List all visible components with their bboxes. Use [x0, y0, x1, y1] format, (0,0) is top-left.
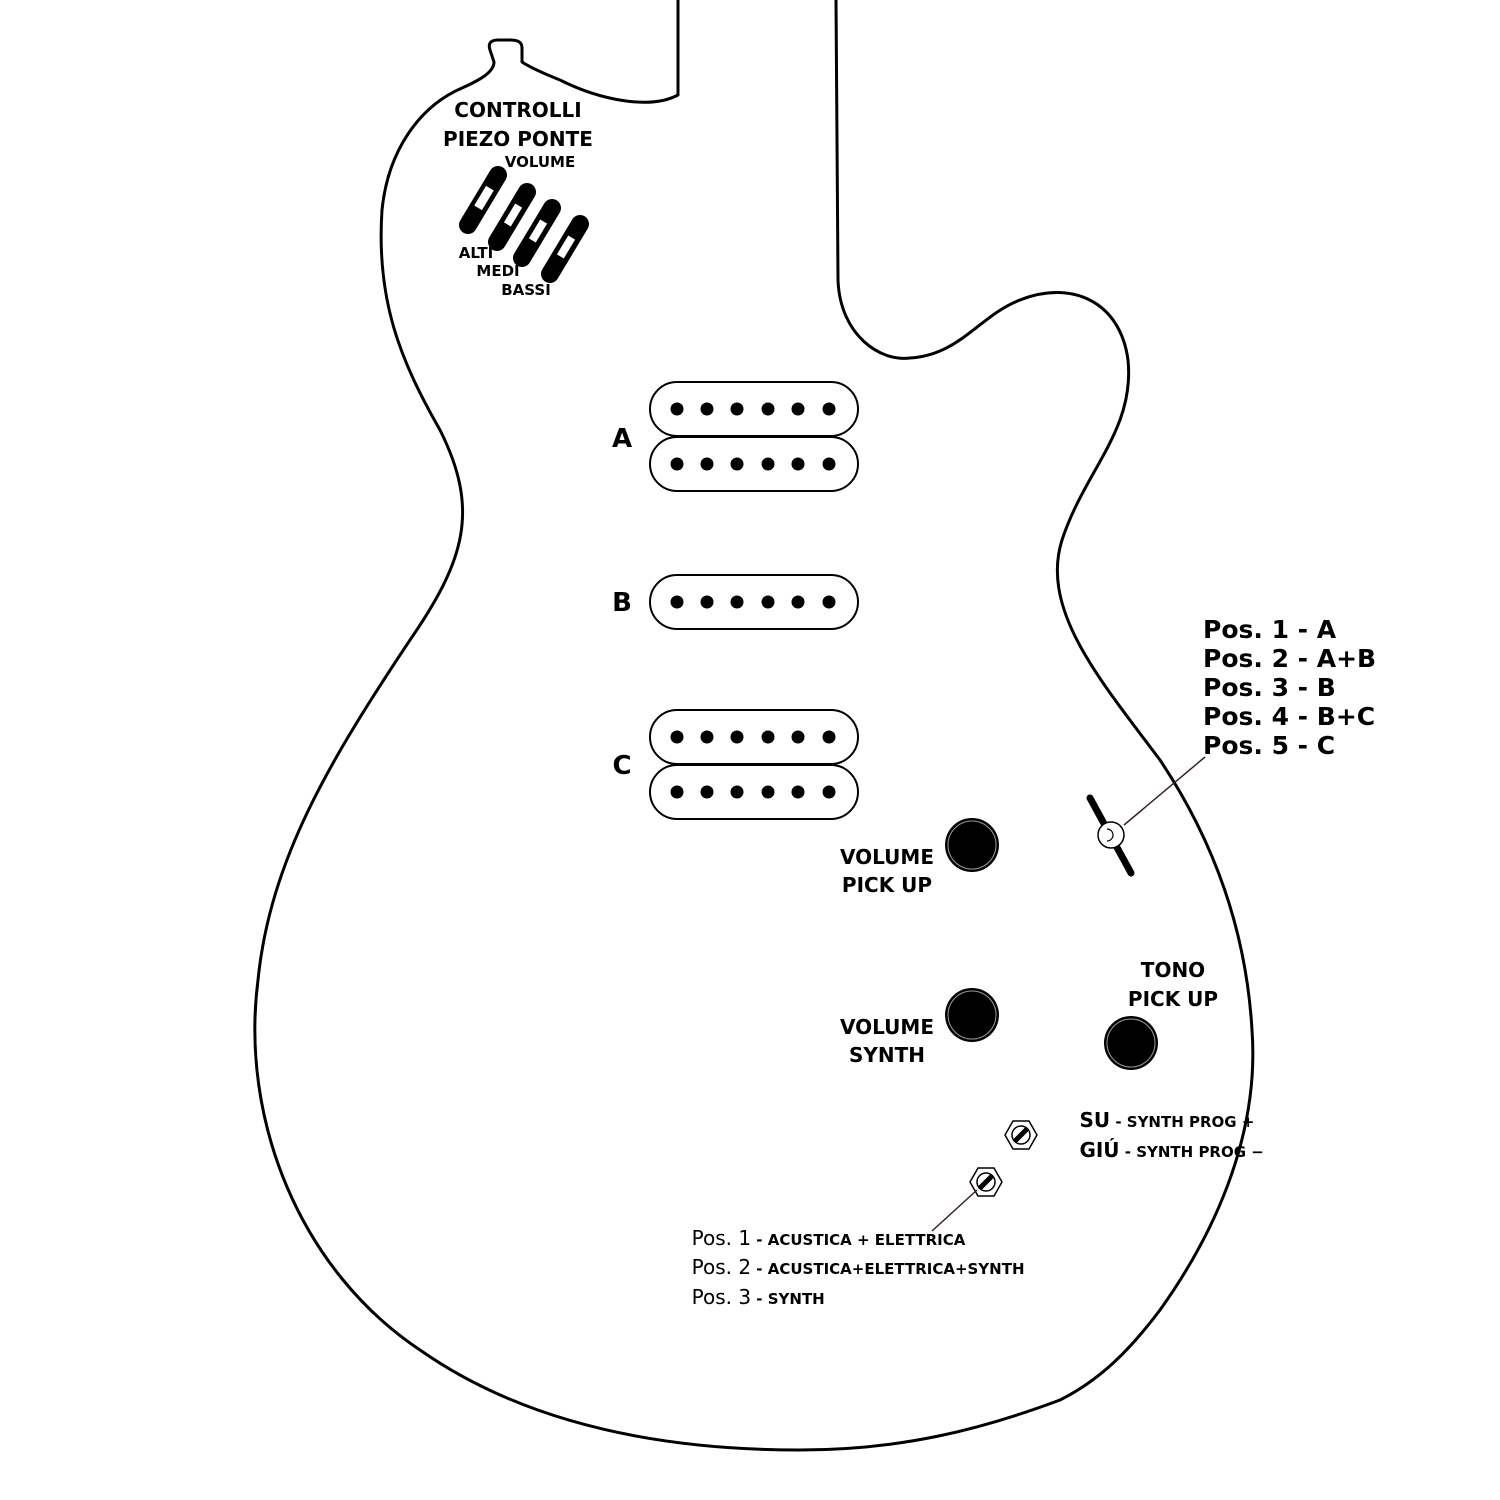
selector-pos4: Pos. 4 - B+C — [1203, 702, 1375, 731]
synth-giu-key: GIÚ — [1079, 1138, 1119, 1162]
pickup-a — [649, 381, 859, 492]
piezo-volume-label: VOLUME — [505, 153, 575, 171]
mode-pos1-key: Pos. 1 — [692, 1226, 751, 1250]
piezo-slider-alti[interactable] — [488, 183, 536, 251]
pickup-c-label: C — [612, 751, 631, 781]
selector-leader-line — [1123, 756, 1206, 826]
pickup-b-label: B — [612, 588, 632, 618]
mode-pos3-line: Pos. 3 - SYNTH — [656, 1285, 850, 1309]
synth-giu-line: GIÚ - SYNTH PROG − — [1054, 1138, 1279, 1162]
synth-program-toggle[interactable] — [1004, 1120, 1038, 1150]
piezo-title-line2: PIEZO PONTE — [443, 127, 593, 151]
piezo-slider-volume[interactable] — [459, 166, 507, 234]
tono-pickup-knob[interactable] — [1104, 1016, 1158, 1070]
mode-pos2-line: Pos. 2 - ACUSTICA+ELETTRICA+SYNTH — [656, 1255, 1050, 1279]
volume-pickup-label-2: PICK UP — [842, 873, 932, 897]
pickup-a-poles — [670, 402, 836, 471]
pickup-c-poles — [670, 730, 836, 799]
mode-pos2-value: - ACUSTICA+ELETTRICA+SYNTH — [751, 1260, 1024, 1278]
piezo-bassi-label: BASSI — [501, 281, 551, 299]
mode-positions: Pos. 1 - ACUSTICA + ELETTRICA Pos. 2 - A… — [656, 1226, 1050, 1309]
pickup-b — [649, 574, 859, 630]
mode-toggle-switch[interactable] — [969, 1167, 1003, 1197]
volume-synth-label-1: VOLUME — [840, 1015, 934, 1039]
volume-synth-label-2: SYNTH — [849, 1043, 925, 1067]
mode-pos2-key: Pos. 2 — [692, 1255, 751, 1279]
volume-synth-knob[interactable] — [945, 988, 999, 1042]
volume-pickup-label-1: VOLUME — [840, 845, 934, 869]
synth-su-key: SU — [1079, 1108, 1110, 1132]
mode-pos1-line: Pos. 1 - ACUSTICA + ELETTRICA — [656, 1226, 991, 1250]
pickup-selector-switch[interactable] — [1086, 794, 1135, 877]
selector-pos2: Pos. 2 - A+B — [1203, 644, 1376, 673]
mode-pos3-key: Pos. 3 — [692, 1285, 751, 1309]
piezo-title-line1: CONTROLLI — [454, 98, 581, 122]
piezo-slider-medi[interactable] — [513, 199, 561, 267]
synth-su-line: SU - SYNTH PROG + — [1054, 1108, 1270, 1132]
tono-pickup-label-1: TONO — [1141, 958, 1205, 982]
volume-pickup-knob[interactable] — [945, 818, 999, 872]
selector-pos3: Pos. 3 - B — [1203, 673, 1336, 702]
pickup-b-poles — [670, 595, 836, 609]
synth-su-value: - SYNTH PROG + — [1110, 1113, 1254, 1131]
tono-pickup-label-2: PICK UP — [1128, 987, 1218, 1011]
selector-pos5: Pos. 5 - C — [1203, 731, 1335, 760]
mode-pos1-value: - ACUSTICA + ELETTRICA — [751, 1231, 966, 1249]
mode-pos3-value: - SYNTH — [751, 1290, 825, 1308]
guitar-body-outline — [253, 0, 1255, 1452]
pickup-a-label: A — [612, 424, 632, 454]
mode-leader-line — [931, 1189, 978, 1232]
selector-pos1: Pos. 1 - A — [1203, 615, 1337, 644]
pickup-c — [649, 709, 859, 820]
selector-positions: Pos. 1 - A Pos. 2 - A+B Pos. 3 - B Pos. … — [1203, 615, 1376, 760]
piezo-alti-label: ALTI — [459, 244, 494, 262]
synth-giu-value: - SYNTH PROG − — [1120, 1143, 1264, 1161]
piezo-slider-bassi[interactable] — [541, 215, 589, 283]
piezo-medi-label: MEDI — [476, 262, 519, 280]
